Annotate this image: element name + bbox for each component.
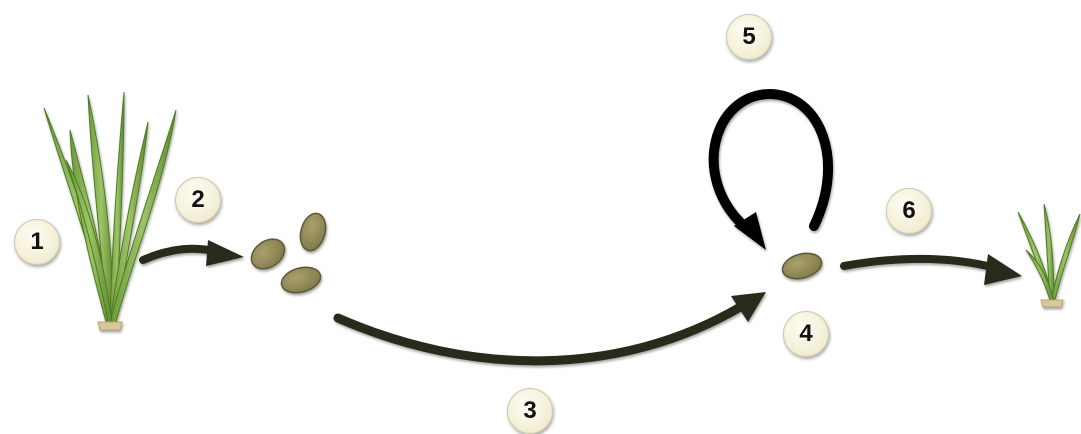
arrow-head (731, 292, 766, 322)
seed (280, 266, 322, 294)
arrow-head (206, 240, 244, 266)
stage-badge-4: 4 (783, 311, 829, 357)
seed (299, 212, 327, 252)
seedling-leaf (1025, 249, 1055, 301)
arrow-germination (840, 254, 1022, 285)
stage-badge-1: 1 (14, 219, 60, 265)
stage-badge-3: 3 (507, 388, 553, 434)
arrow-head (984, 254, 1022, 285)
seedbank-seed (781, 252, 823, 280)
stage-badge-6: 6 (886, 188, 932, 234)
arrow-shaft (708, 88, 834, 231)
arrow-shaft (840, 254, 1000, 272)
plant-leaf (109, 91, 125, 323)
arrow-persistence-loop (708, 88, 834, 250)
arrow-seed-production (139, 240, 244, 266)
stage-badge-2: 2 (175, 177, 221, 223)
seed (781, 252, 823, 280)
seedling-root (1040, 299, 1064, 308)
plant-leaf (65, 159, 113, 323)
plant-leaf (109, 109, 177, 323)
plant-root (97, 321, 123, 331)
mature-plant (43, 91, 177, 331)
stage-badge-5: 5 (726, 14, 772, 60)
seedling-leaf (1050, 213, 1081, 301)
seedling (1017, 203, 1081, 308)
arrow-seed-dispersal (333, 292, 766, 366)
seedling-leaf (1043, 203, 1055, 301)
seed-cluster (250, 212, 327, 294)
arrow-shaft (333, 301, 747, 366)
seed (250, 238, 286, 270)
arrow-head (734, 212, 766, 250)
plant-leaf (87, 94, 115, 323)
